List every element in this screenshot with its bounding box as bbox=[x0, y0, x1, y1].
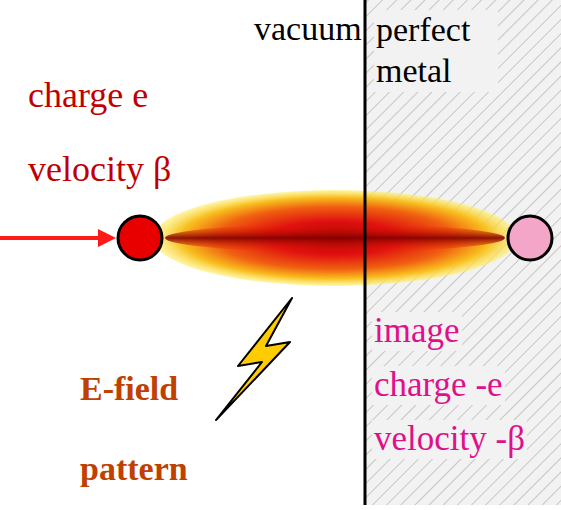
charge-label: charge e bbox=[28, 76, 148, 116]
region-label: vacuum bbox=[254, 10, 362, 47]
charge-label: charge -e bbox=[372, 366, 505, 405]
velocity-label: velocity -β bbox=[372, 420, 527, 459]
motion-arrow bbox=[0, 236, 100, 240]
field-label: E-field bbox=[80, 370, 178, 407]
charge-circle bbox=[118, 216, 162, 260]
field-core bbox=[165, 224, 505, 252]
field-label: pattern bbox=[80, 450, 188, 487]
arrow-head bbox=[98, 229, 116, 247]
region-label: perfect metal bbox=[374, 10, 498, 92]
image-charge-circle bbox=[508, 216, 552, 260]
interface-line bbox=[364, 0, 367, 505]
image-label: image bbox=[372, 312, 462, 351]
velocity-label: velocity β bbox=[28, 150, 171, 190]
field-pattern bbox=[153, 190, 517, 286]
lightning-symbol bbox=[216, 298, 292, 420]
